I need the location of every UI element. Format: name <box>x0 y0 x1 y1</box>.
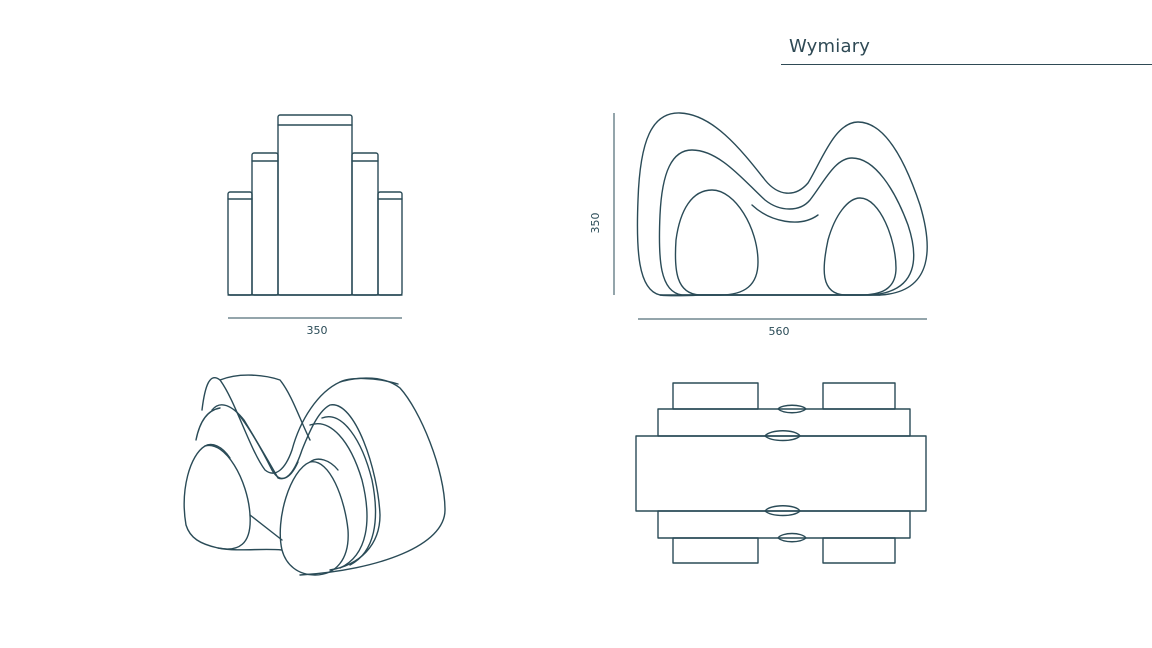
side-height-label: 350 <box>589 213 602 234</box>
persp-back-shape <box>201 377 446 576</box>
front-block-outer-right <box>377 191 403 296</box>
perspective-view <box>183 374 446 576</box>
top-block-bl <box>672 537 759 564</box>
front-block-mid-right <box>351 152 379 296</box>
side-mid-shape <box>658 149 915 296</box>
top-block-center <box>635 435 927 512</box>
page-title: Wymiary <box>789 36 871 57</box>
side-inner-right-lobe <box>823 197 897 296</box>
front-block-center <box>277 114 353 296</box>
front-block-mid-left <box>251 152 279 296</box>
front-width-label: 350 <box>307 324 328 337</box>
front-view: 350 <box>227 114 403 337</box>
side-inner-left-lobe <box>674 189 759 296</box>
persp-mid-shape <box>211 404 381 571</box>
title-underline <box>781 64 1152 65</box>
top-view <box>635 382 927 564</box>
top-block-tl <box>672 382 759 410</box>
top-block-br <box>822 537 896 564</box>
persp-front-left-lobe <box>183 444 251 550</box>
side-outer-shape <box>636 112 928 297</box>
top-block-mid-lower <box>657 510 911 539</box>
top-block-tr <box>822 382 896 410</box>
top-block-mid-upper <box>657 408 911 437</box>
side-view: 350 560 <box>589 112 928 338</box>
persp-front-right-lobe <box>279 461 349 576</box>
side-width-label: 560 <box>769 325 790 338</box>
front-block-outer-left <box>227 191 253 296</box>
